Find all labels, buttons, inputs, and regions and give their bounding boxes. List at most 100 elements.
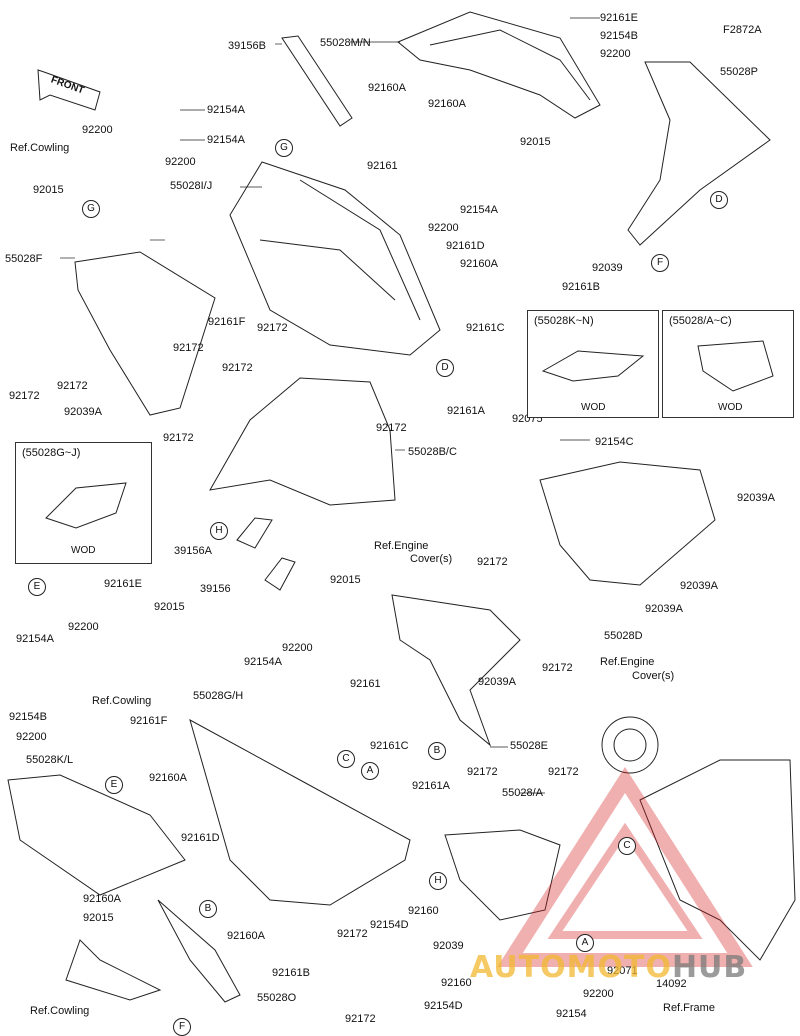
side-cowl-55028f	[74, 251, 216, 416]
lower-cowl-55028e	[391, 594, 521, 747]
part-label: 92015	[520, 136, 551, 148]
callout-circle: D	[710, 191, 728, 209]
part-label: 92154A	[16, 633, 54, 645]
part-label: 92172	[163, 432, 194, 444]
callout-circle: H	[429, 872, 447, 890]
detail-box-55028g-j: (55028G~J) WOD	[15, 442, 152, 564]
part-label: 92172	[337, 928, 368, 940]
part-label: 92160A	[428, 98, 466, 110]
part-label: 92154B	[600, 30, 638, 42]
part-label: 92172	[173, 342, 204, 354]
part-label: 92160A	[368, 82, 406, 94]
ref-label: Ref.Cowling	[92, 695, 152, 707]
part-label: 92154C	[595, 436, 634, 448]
part-label: 92172	[9, 390, 40, 402]
callout-circle: A	[361, 762, 379, 780]
detail-box-caption: WOD	[71, 545, 96, 556]
part-label: 92172	[57, 380, 88, 392]
upper-cowl-55028ij	[229, 161, 441, 356]
part-label: 14092	[656, 978, 687, 990]
detail-box-title: (55028K~N)	[534, 315, 594, 327]
part-label: 92200	[165, 156, 196, 168]
part-label: 55028G/H	[193, 690, 244, 702]
front-arrow	[37, 69, 101, 111]
callout-circle: H	[210, 522, 228, 540]
part-label: 92154A	[207, 104, 245, 116]
part-label: 92160	[408, 905, 439, 917]
part-label: 92160A	[149, 772, 187, 784]
callout-circle: E	[105, 776, 123, 794]
part-label: 92161A	[447, 405, 485, 417]
ref-label: Cover(s)	[632, 670, 675, 682]
diagram-id: F2872A	[723, 24, 762, 36]
part-label: 92172	[376, 422, 407, 434]
part-label: 92200	[428, 222, 459, 234]
part-label: 92172	[345, 1013, 376, 1025]
ref-label: Ref.Cowling	[30, 1005, 90, 1017]
part-label: 92161	[367, 160, 398, 172]
part-label: 92154A	[207, 134, 245, 146]
detail-box-title: (55028G~J)	[22, 447, 81, 459]
part-label: 92039A	[478, 676, 516, 688]
part-label: 55028D	[604, 630, 643, 642]
callout-circle: C	[337, 750, 355, 768]
callout-circle: B	[199, 900, 217, 918]
part-label: 55028K/L	[26, 754, 74, 766]
detail-box-part	[541, 350, 645, 382]
ref-label: Ref.Frame	[663, 1002, 715, 1014]
part-label: 92160	[441, 977, 472, 989]
watermark-logo	[497, 766, 753, 967]
pad-39156	[264, 557, 296, 591]
part-label: 92172	[548, 766, 579, 778]
ref-label: Cover(s)	[410, 553, 453, 565]
part-label: 92200	[600, 48, 631, 60]
part-label: 39156	[200, 583, 231, 595]
part-label: 92039	[592, 262, 623, 274]
part-label: 55028I/J	[170, 180, 213, 192]
part-label: 92071	[607, 965, 638, 977]
detail-box-caption: WOD	[718, 402, 743, 413]
part-label: 92161A	[412, 780, 450, 792]
part-label: 92154A	[244, 656, 282, 668]
part-label: 92172	[222, 362, 253, 374]
part-label: 92154B	[9, 711, 47, 723]
part-label: 92039A	[737, 492, 775, 504]
callout-circle: F	[173, 1018, 191, 1036]
part-label: 92161F	[130, 715, 168, 727]
part-label: 92172	[257, 322, 288, 334]
part-label: 92154D	[424, 1000, 463, 1012]
pad-39156a	[236, 517, 273, 549]
part-label: 55028B/C	[408, 446, 457, 458]
part-label: 92200	[82, 124, 113, 136]
part-label: 92172	[542, 662, 573, 674]
detail-box-55028a-c: (55028/A~C) WOD	[662, 310, 794, 418]
part-label: 92154A	[460, 204, 498, 216]
callout-circle: G	[82, 200, 100, 218]
lower-cowl-55028a	[444, 829, 561, 921]
lower-cowl-55028d	[539, 461, 716, 586]
engine-cover-ref	[601, 716, 659, 774]
part-label: 92039A	[64, 406, 102, 418]
callout-circle: E	[28, 578, 46, 596]
part-label: 92161F	[208, 316, 246, 328]
frame-ref	[639, 759, 796, 961]
part-label: 92015	[330, 574, 361, 586]
part-label: 92161C	[466, 322, 505, 334]
part-label: 92161E	[600, 12, 638, 24]
part-label: 55028/A	[502, 787, 543, 799]
part-label: 92161D	[181, 832, 220, 844]
part-label: 55028O	[257, 992, 297, 1004]
part-label: 92200	[68, 621, 99, 633]
part-label: 39156B	[228, 40, 266, 52]
nose-cowl-part	[397, 11, 601, 119]
part-label: 92160A	[227, 930, 265, 942]
part-label: 92160A	[83, 893, 121, 905]
part-label: 55028P	[720, 66, 758, 78]
part-label: 92200	[583, 988, 614, 1000]
detail-box-part	[697, 340, 774, 392]
part-label: 92172	[467, 766, 498, 778]
part-label: 92154D	[370, 919, 409, 931]
callout-circle: A	[576, 934, 594, 952]
watermark-text: AUTOMOTOHUB	[470, 950, 748, 985]
